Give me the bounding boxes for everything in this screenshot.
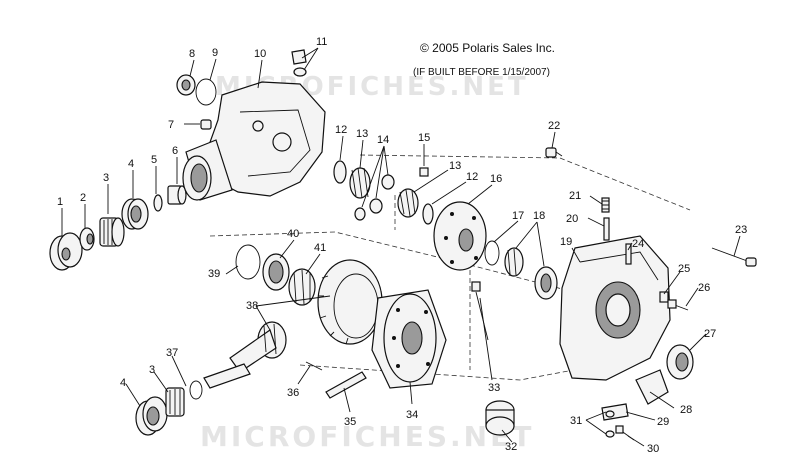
callout-23: 23 [735, 224, 747, 236]
input-bearing-small [79, 227, 95, 251]
snap-ring [153, 194, 163, 212]
callout-4: 4 [128, 158, 134, 170]
callout-17: 17 [512, 210, 524, 222]
build-date-note: (IF BUILT BEFORE 1/15/2007) [413, 67, 550, 78]
callout-11: 11 [316, 36, 327, 48]
callout-6: 6 [172, 145, 178, 157]
assembly-guide-lines [209, 154, 691, 381]
callout-13b: 13 [449, 160, 461, 172]
pinion-gear-38 [229, 321, 287, 373]
pin-36 [305, 361, 323, 371]
bushing-32 [485, 400, 515, 436]
input-bearing-cup [121, 198, 149, 230]
callout-1: 1 [57, 196, 63, 208]
callout-16: 16 [490, 173, 502, 185]
ring-gear-38 [317, 259, 383, 345]
callout-13a: 13 [356, 128, 368, 140]
callout-7: 7 [168, 119, 174, 131]
callout-31: 31 [570, 415, 582, 427]
callout-3: 3 [103, 172, 109, 184]
drive-flange-16 [433, 201, 487, 271]
shim-39 [235, 244, 261, 280]
callout-2: 2 [80, 192, 86, 204]
washers-31 [605, 410, 615, 438]
callout-14: 14 [377, 134, 389, 146]
pinion-bearing-3 [165, 387, 185, 417]
callout-19: 19 [560, 236, 572, 248]
bearing-cup-40 [262, 253, 290, 291]
callout-36: 36 [287, 387, 299, 399]
o-ring-9 [195, 78, 217, 106]
callout-12a: 12 [335, 124, 347, 136]
callout-9: 9 [212, 47, 218, 59]
callout-4b: 4 [120, 377, 126, 389]
callout-37: 37 [166, 347, 178, 359]
front-housing-cover [182, 81, 326, 201]
callout-29: 29 [657, 416, 669, 428]
bearing-41 [288, 268, 316, 306]
callout-15: 15 [418, 132, 430, 144]
rear-housing-19 [559, 235, 671, 381]
bolt-33 [471, 281, 489, 341]
callout-labels: 1 2 3 4 5 6 7 8 9 10 11 12 13 14 15 13 1… [57, 36, 747, 455]
differential-case-34 [371, 289, 447, 389]
input-bearing-roller [99, 217, 125, 247]
callout-10: 10 [254, 48, 266, 60]
callout-26: 26 [698, 282, 710, 294]
callout-32: 32 [505, 441, 517, 453]
sensor-24 [625, 243, 632, 265]
actuator-27 [666, 344, 694, 380]
callout-24: 24 [632, 238, 644, 250]
callout-21: 21 [569, 190, 581, 202]
callout-27: 27 [704, 328, 716, 340]
shim-37 [189, 380, 203, 400]
bearing-18 [504, 247, 558, 300]
seal-8 [176, 74, 196, 96]
bearing-14 [354, 174, 395, 221]
fitting-25 [659, 291, 669, 303]
callout-33: 33 [488, 382, 500, 394]
callout-41: 41 [314, 242, 326, 254]
copyright-text: © 2005 Polaris Sales Inc. [420, 41, 555, 55]
callout-8: 8 [189, 48, 195, 60]
bolt-26 [667, 299, 689, 311]
watermark-bottom: MICROFICHES.NET [200, 420, 534, 453]
callout-35: 35 [344, 416, 356, 428]
callout-40: 40 [287, 228, 299, 240]
shaft-35 [325, 371, 367, 399]
spring-21 [601, 197, 610, 213]
spacer-sleeve [167, 185, 187, 205]
callout-28: 28 [680, 404, 692, 416]
vent-fitting-7 [184, 119, 212, 130]
callout-34: 34 [406, 409, 418, 421]
pinion-bearing-cup-4 [135, 396, 168, 436]
callout-3b: 3 [149, 364, 155, 376]
callout-38: 38 [246, 300, 258, 312]
gear-13a [349, 167, 371, 199]
shift-fork-28 [635, 369, 669, 405]
pin-20 [603, 217, 610, 241]
washer-12b [422, 203, 434, 225]
callout-20: 20 [566, 213, 578, 225]
washer-12a [333, 160, 347, 184]
leader-lines [61, 47, 741, 447]
fitting-15 [419, 167, 429, 177]
callout-18: 18 [533, 210, 545, 222]
callout-30: 30 [647, 443, 659, 455]
callout-5: 5 [151, 154, 157, 166]
stud-23 [711, 247, 757, 267]
o-ring-17 [484, 240, 500, 266]
callout-22: 22 [548, 120, 560, 132]
gear-13b [397, 188, 419, 218]
callout-25: 25 [678, 263, 690, 275]
input-seal-cap [49, 232, 83, 271]
breather-11 [291, 49, 307, 77]
bolt-22 [545, 147, 563, 158]
callout-12b: 12 [466, 171, 478, 183]
callout-39: 39 [208, 268, 220, 280]
pinion-shaft-spline [203, 363, 251, 389]
